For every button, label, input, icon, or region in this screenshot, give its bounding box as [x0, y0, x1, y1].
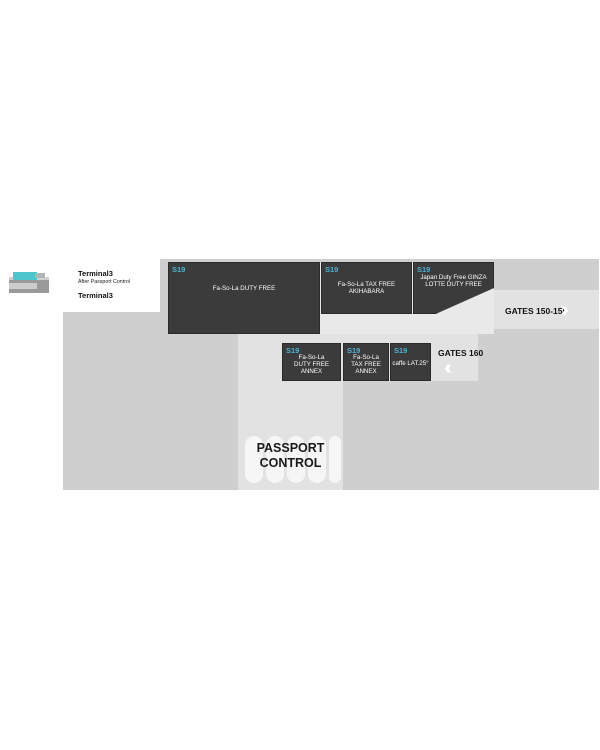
- shop-name: Fa-So-La TAX FREE AKIHABARA: [337, 281, 396, 295]
- shop-fasola-tax-free-annex[interactable]: S19 Fa-So-La TAX FREE ANNEX: [343, 343, 389, 381]
- shop-fasola-duty-free-annex[interactable]: S19 Fa-So-La DUTY FREE ANNEX: [282, 343, 341, 381]
- passport-control-line1: PASSPORT: [256, 441, 325, 455]
- shop-caffe-lat25[interactable]: S19 caffe LAT.25°: [390, 343, 431, 381]
- terminal-locator-icon: [9, 269, 49, 293]
- gates-160-label: GATES 160: [438, 348, 484, 358]
- passport-queue-lane: [308, 436, 326, 483]
- shop-code: S19: [394, 346, 408, 355]
- passport-control-line2: CONTROL: [259, 456, 322, 470]
- passport-control-label: PASSPORT CONTROL: [238, 441, 343, 471]
- passport-queue-lane: [245, 436, 263, 483]
- shop-code: S19: [325, 265, 339, 274]
- terminal-legend: Terminal3 After Passport Control Termina…: [63, 259, 160, 312]
- double-chevron-right-icon: ›››: [561, 299, 569, 321]
- passport-queue-lane: [329, 436, 341, 483]
- shop-name: Fa-So-La TAX FREE ANNEX: [351, 354, 381, 375]
- shop-code: S19: [347, 346, 361, 355]
- shop-name: Fa-So-La DUTY FREE ANNEX: [294, 354, 329, 375]
- shop-name: Japan Duty Free GINZA LOTTE DUTY FREE: [420, 274, 487, 288]
- gates-150-155-label: GATES 150-155: [505, 306, 568, 316]
- shop-code: S19: [417, 265, 431, 274]
- shop-code: S19: [172, 265, 186, 274]
- legend-title: Terminal3: [78, 269, 113, 278]
- legend-subtitle: After Passport Control: [78, 279, 131, 285]
- shop-fasola-duty-free[interactable]: S19 Fa-So-La DUTY FREE: [168, 262, 320, 334]
- passport-queue-lane: [287, 436, 305, 483]
- legend-terminal-label: Terminal3: [78, 291, 113, 300]
- passport-queue-lane: [266, 436, 284, 483]
- shop-name: Fa-So-La DUTY FREE: [212, 285, 276, 292]
- shop-code: S19: [286, 346, 300, 355]
- shop-fasola-tax-free-akihabara[interactable]: S19 Fa-So-La TAX FREE AKIHABARA: [321, 262, 412, 314]
- double-chevron-left-icon: ‹‹‹: [444, 357, 452, 379]
- shop-name: caffe LAT.25°: [392, 360, 429, 367]
